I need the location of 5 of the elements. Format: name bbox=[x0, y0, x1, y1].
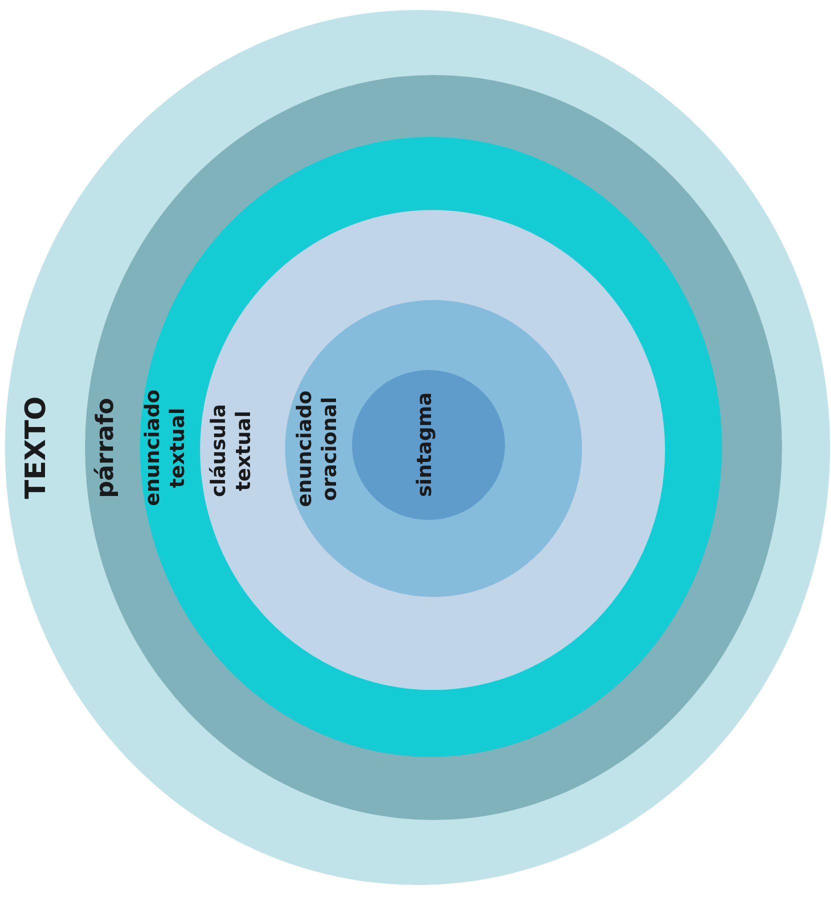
ring-label: párrafo bbox=[90, 396, 120, 500]
ring-label: enunciado textual bbox=[140, 388, 190, 508]
ring-label: sintagma bbox=[412, 392, 437, 500]
ring-label: TEXTO bbox=[18, 395, 53, 501]
ring-label: cláusula textual bbox=[206, 402, 256, 498]
